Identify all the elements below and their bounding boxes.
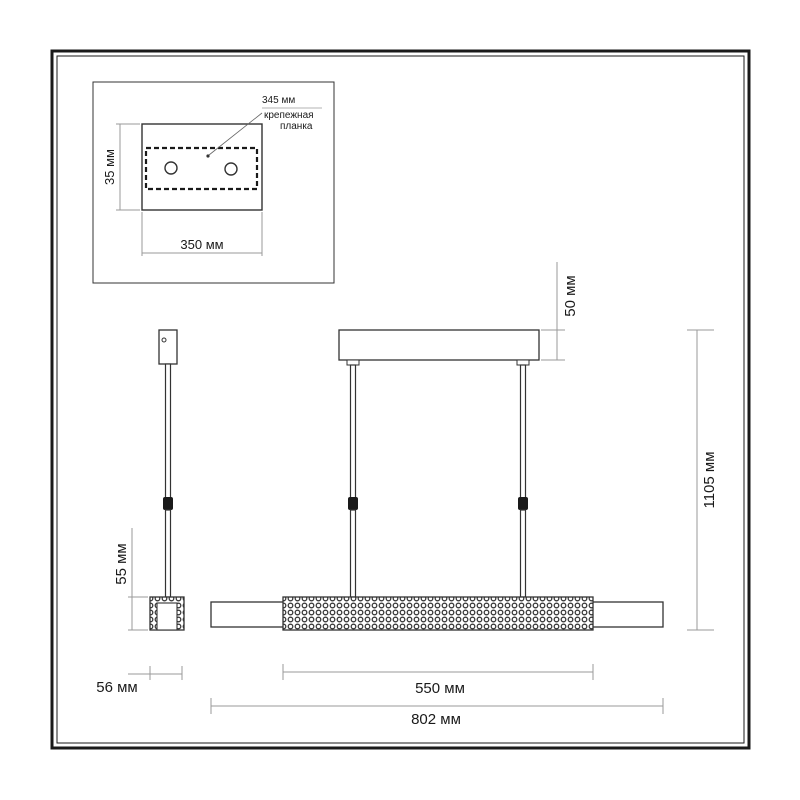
side-view: 55 мм 56 мм xyxy=(96,329,185,696)
mesh-diffuser xyxy=(282,596,594,631)
inset-width-bottom-label: 350 мм xyxy=(180,237,223,252)
diffuser-length-label: 550 мм xyxy=(415,680,465,697)
total-length-label: 802 мм xyxy=(411,711,461,728)
inner-frame xyxy=(56,55,745,744)
side-rod-upper xyxy=(164,363,172,499)
front-rod-right-upper xyxy=(519,364,527,499)
side-shade-core xyxy=(156,602,178,631)
inset-width-top-label: 345 мм xyxy=(262,95,295,106)
inset-note-line1: крепежная xyxy=(264,110,314,121)
front-canopy-mount-left xyxy=(346,359,360,366)
front-canopy-mount-right xyxy=(516,359,530,366)
center-dot xyxy=(206,154,210,158)
side-canopy xyxy=(158,329,178,365)
shade-depth-label: 56 мм xyxy=(96,679,137,696)
front-rod-right-lower xyxy=(519,509,527,598)
inset-note-line2: планка xyxy=(280,121,313,132)
screw-hole-right xyxy=(224,162,238,176)
front-rod-right-coupling xyxy=(518,497,528,510)
front-canopy xyxy=(338,329,540,361)
side-rod-lower xyxy=(164,509,172,598)
shade-height-label: 55 мм xyxy=(113,543,130,584)
mounting-bar-outline xyxy=(144,146,259,191)
outer-frame xyxy=(50,49,751,750)
screw-hole-left xyxy=(164,161,178,175)
front-rod-left-upper xyxy=(349,364,357,499)
inset-height-label: 35 мм xyxy=(102,149,117,185)
front-rod-left-coupling xyxy=(348,497,358,510)
front-view: 50 мм 1105 мм 550 мм 802 мм xyxy=(210,262,718,728)
front-rod-left-lower xyxy=(349,509,357,598)
side-rod-coupling xyxy=(163,497,173,510)
mounting-plate-inset: 345 мм крепежная планка 35 мм 350 мм xyxy=(92,81,335,284)
note-leader-line xyxy=(208,112,263,156)
canopy-height-label: 50 мм xyxy=(562,275,579,316)
canopy-top-view xyxy=(141,123,263,211)
side-canopy-screw xyxy=(161,337,167,343)
total-height-label: 1105 мм xyxy=(701,451,718,508)
